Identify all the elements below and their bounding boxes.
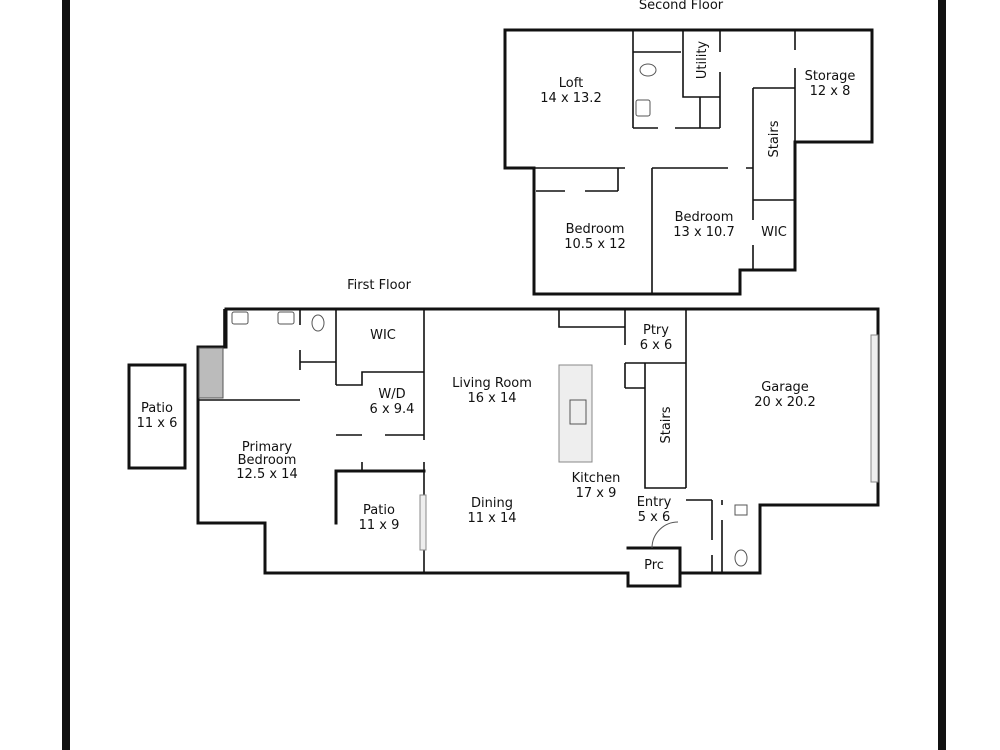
room-storage: Storage 12 x 8 [805, 69, 856, 99]
room-pantry: Ptry 6 x 6 [640, 323, 673, 353]
second-floor-plan: Second Floor Loft 14 x 13.2 Utility Stor… [503, 0, 874, 296]
room-loft: Loft 14 x 13.2 [540, 76, 601, 106]
svg-text:6 x 6: 6 x 6 [640, 338, 673, 353]
room-wic-upper: WIC [761, 225, 787, 240]
door-swing [651, 521, 679, 549]
room-patio-center: Patio 11 x 9 [359, 503, 400, 533]
svg-text:Bedroom: Bedroom [238, 453, 297, 468]
room-utility: Utility [695, 41, 710, 80]
svg-text:11 x 6: 11 x 6 [137, 416, 178, 431]
svg-text:Garage: Garage [761, 380, 809, 395]
room-entry: Entry 5 x 6 [637, 495, 672, 525]
room-stairs-lower: Stairs [659, 406, 674, 443]
left-patio-outline [127, 363, 187, 470]
svg-text:13 x 10.7: 13 x 10.7 [673, 225, 734, 240]
svg-text:Storage: Storage [805, 69, 856, 84]
room-garage: Garage 20 x 20.2 [754, 380, 815, 410]
page-frame [62, 0, 946, 750]
room-kitchen: Kitchen 17 x 9 [572, 471, 621, 501]
svg-text:Primary: Primary [242, 440, 293, 455]
svg-text:16 x 14: 16 x 14 [467, 391, 516, 406]
room-wd: W/D 6 x 9.4 [370, 387, 415, 417]
svg-text:Loft: Loft [559, 76, 583, 91]
svg-text:Dining: Dining [471, 496, 513, 511]
room-wic-lower: WIC [370, 328, 396, 343]
svg-text:10.5 x 12: 10.5 x 12 [564, 237, 625, 252]
svg-text:Patio: Patio [363, 503, 395, 518]
bathroom-fixtures [635, 63, 657, 117]
svg-text:Living Room: Living Room [452, 376, 532, 391]
svg-text:20 x 20.2: 20 x 20.2 [754, 395, 815, 410]
svg-text:6 x 9.4: 6 x 9.4 [370, 402, 415, 417]
svg-text:17 x 9: 17 x 9 [576, 486, 617, 501]
kitchen-island [558, 364, 593, 463]
room-bedroom-1: Bedroom 10.5 x 12 [564, 222, 625, 252]
first-floor-title: First Floor [347, 278, 411, 293]
first-floor-plan: First Floor Patio 11 x 6 WIC W/D 6 x 9.4… [127, 278, 880, 588]
room-porch: Prc [644, 558, 664, 573]
svg-text:12 x 8: 12 x 8 [810, 84, 851, 99]
room-stairs-upper: Stairs [767, 120, 782, 157]
svg-text:5 x 6: 5 x 6 [638, 510, 671, 525]
room-living-room: Living Room 16 x 14 [452, 376, 532, 406]
svg-text:11 x 14: 11 x 14 [467, 511, 516, 526]
svg-text:11 x 9: 11 x 9 [359, 518, 400, 533]
room-patio-left: Patio 11 x 6 [137, 401, 178, 431]
svg-text:12.5 x 14: 12.5 x 14 [236, 467, 297, 482]
shower-tile [198, 347, 224, 399]
room-dining: Dining 11 x 14 [467, 496, 516, 526]
svg-text:Kitchen: Kitchen [572, 471, 621, 486]
sink-icon [569, 399, 587, 425]
svg-text:Entry: Entry [637, 495, 672, 510]
svg-text:Bedroom: Bedroom [566, 222, 625, 237]
garage-door [870, 334, 879, 483]
bathroom-fixtures-lower [231, 311, 748, 567]
second-floor-title: Second Floor [639, 0, 724, 13]
room-primary-bedroom: Primary Bedroom 12.5 x 14 [236, 440, 297, 482]
sliding-door [419, 494, 427, 551]
svg-text:Patio: Patio [141, 401, 173, 416]
room-bedroom-2: Bedroom 13 x 10.7 [673, 210, 734, 240]
svg-text:Bedroom: Bedroom [675, 210, 734, 225]
svg-text:Ptry: Ptry [643, 323, 669, 338]
svg-text:14 x 13.2: 14 x 13.2 [540, 91, 601, 106]
svg-text:W/D: W/D [378, 387, 405, 402]
